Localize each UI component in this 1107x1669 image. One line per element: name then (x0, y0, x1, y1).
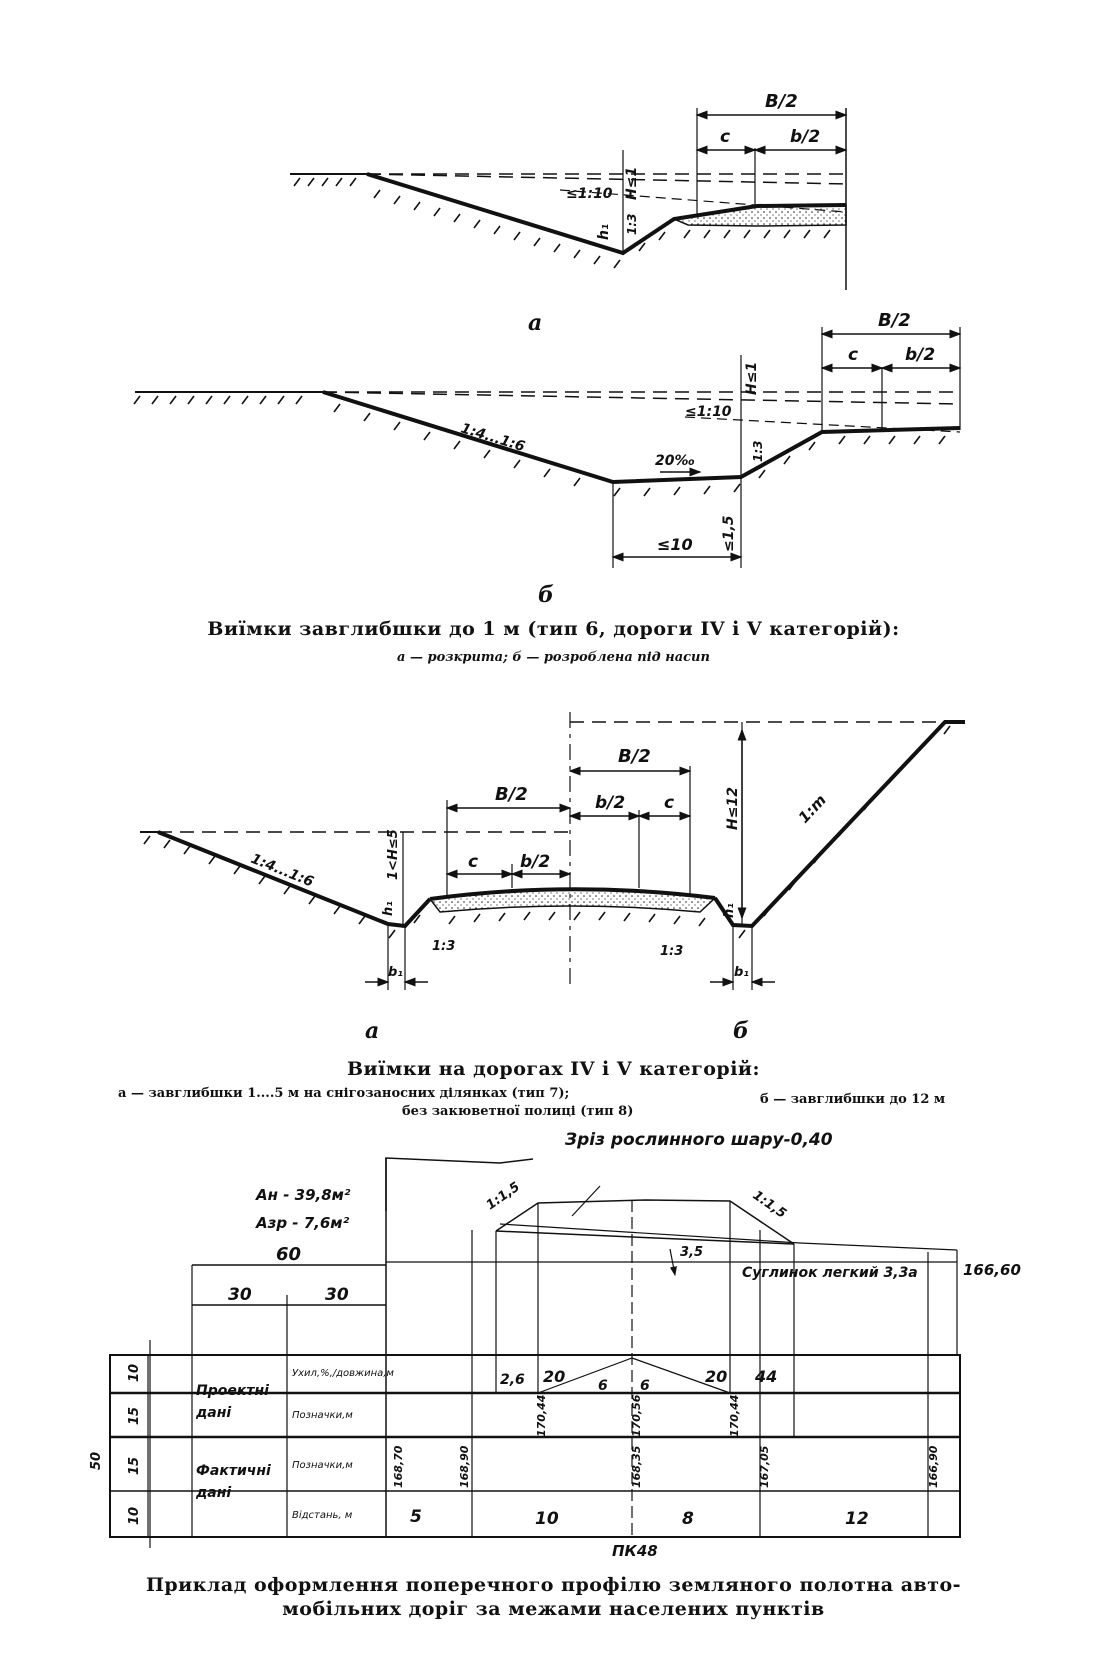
label-row-actual-marks: Позначки,м (292, 1460, 353, 1471)
fig1-caption-title: Виїмки завглибшки до 1 м (тип 6, дороги … (207, 618, 900, 640)
fig2-caption-title: Виїмки на дорогах IV і V категорій: (346, 1058, 761, 1080)
label-B2: B/2 (878, 310, 911, 331)
label-slope-1-10: ≤1:10 (566, 186, 613, 202)
label-soil: Суглинок легкий 3,3а (742, 1265, 918, 1281)
label-design-data: Проектні дані (196, 1383, 269, 1421)
figure-1a: B/2 c b/2 H≤1 ≤1:10 h₁ 1:3 (290, 91, 848, 290)
fig3-caption-line1: Приклад оформлення поперечного профілю з… (145, 1574, 962, 1596)
fig2-caption-sub-c: без закюветної полиці (тип 8) (402, 1104, 634, 1119)
label-dim-60: 60 (276, 1244, 301, 1265)
label-row-height: 10 (127, 1507, 142, 1525)
label-b1-left: b₁ (388, 965, 403, 980)
label-grade: 20‰ (655, 453, 695, 469)
figure-1b: B/2 c b/2 H≤1 ≤1:10 1:4...1:6 20‰ 1:3 ≤1… (133, 310, 962, 568)
fig3-caption-line2: мобільних доріг за межами населених пунк… (282, 1598, 825, 1620)
label-grade-value: 20 (543, 1367, 565, 1386)
label-c: c (848, 345, 858, 365)
label-slope-1-4-6: 1:4...1:6 (459, 421, 527, 456)
label-actual-mark: 167,05 (758, 1445, 771, 1488)
label-slope-1-3-left: 1:3 (432, 939, 455, 954)
label-distance: 5 (410, 1507, 422, 1527)
label-h1: h₁ (596, 224, 612, 240)
label-actual-mark: 168,35 (630, 1445, 643, 1488)
label-B2-left: B/2 (495, 784, 528, 805)
label-b1-right: b₁ (734, 965, 749, 980)
label-row-height: 15 (127, 1457, 142, 1475)
label-actual-data: Фактичні дані (196, 1463, 271, 1501)
label-actual-mark: 168,90 (458, 1445, 471, 1488)
label-design-mark: 170,44 (728, 1395, 741, 1437)
right-slope (713, 720, 965, 929)
label-row-grade: Ухил,%,/довжина,м (292, 1368, 394, 1379)
label-slope-1-10: ≤1:10 (685, 404, 732, 420)
label-design-mark: 170,56 (630, 1394, 643, 1437)
label-distance: 8 (682, 1509, 694, 1529)
label-b2-right: b/2 (595, 793, 625, 813)
label-grade-value: 6 (640, 1378, 650, 1394)
label-row-height: 10 (127, 1364, 142, 1382)
label-grade-value: 20 (705, 1367, 727, 1386)
fig2b-label: б (733, 1018, 749, 1044)
label-scale-total: 50 (89, 1452, 104, 1470)
left-slope (157, 830, 432, 929)
label-slope-1-3-right: 1:3 (660, 944, 683, 959)
cut-slope-line (322, 390, 961, 485)
label-row-height: 15 (127, 1407, 142, 1425)
label-topsoil-cut: Зріз рослинного шару-0,40 (564, 1130, 833, 1150)
fig1b-label: б (538, 582, 554, 608)
label-H5: 1<H≤5 (386, 829, 401, 880)
label-b2: b/2 (905, 345, 935, 365)
label-depth-35: 3,5 (680, 1245, 703, 1260)
label-H: H≤1 (744, 362, 760, 395)
embankment-top (495, 1199, 795, 1245)
label-h1-left: h₁ (381, 901, 396, 916)
label-dim-30-right: 30 (325, 1285, 349, 1305)
label-grade-value: 2,6 (500, 1372, 525, 1388)
label-slope-1-m: 1:m (795, 791, 830, 827)
fig2-caption-sub-b: б — завглибшки до 12 м (760, 1092, 946, 1107)
label-slope-right: 1:1,5 (750, 1188, 789, 1222)
figure-3: Зріз рослинного шару-0,40 Aн - 39,8м² Aз… (89, 1130, 1021, 1560)
label-actual-mark: 168,70 (392, 1445, 405, 1488)
fig1a-label: a (528, 310, 543, 336)
label-H: H≤1 (624, 167, 640, 200)
label-distance: 12 (845, 1509, 869, 1529)
label-row-distance: Відстань, м (292, 1509, 353, 1521)
figure-2: B/2 c b/2 B/2 b/2 c 1<H≤5 H≤12 1:4...1:6… (140, 712, 965, 990)
label-B2-right: B/2 (618, 746, 651, 767)
label-c: c (720, 127, 730, 147)
label-Azr: Aзр - 7,6м² (255, 1214, 350, 1232)
ground-hatching (133, 395, 946, 497)
label-dim-30-left: 30 (228, 1285, 252, 1305)
label-An: Aн - 39,8м² (255, 1186, 351, 1204)
label-grade-value: 44 (754, 1367, 777, 1386)
fig1-caption-sub: а — розкрита; б — розроблена під насип (397, 650, 710, 665)
label-width: ≤10 (657, 535, 693, 554)
label-row-design-marks: Позначки,м (292, 1410, 353, 1421)
fig2a-label: a (365, 1018, 380, 1044)
label-c-left: c (468, 852, 478, 872)
label-actual-mark: 166,90 (927, 1445, 940, 1488)
ground-hatching (293, 177, 831, 269)
label-picket: ПК48 (612, 1542, 658, 1560)
label-slope-left: 1:1,5 (484, 1180, 523, 1214)
label-grade-value: 6 (598, 1378, 608, 1394)
label-B2: B/2 (765, 91, 798, 112)
label-depth: ≤1,5 (721, 515, 737, 552)
label-b2: b/2 (790, 127, 820, 147)
label-b2-left: b/2 (520, 852, 550, 872)
label-slope-1-3: 1:3 (625, 214, 639, 236)
label-slope-1-3: 1:3 (751, 441, 765, 463)
fig2-caption-sub-a: а — завглибшки 1....5 м на снігозаносних… (118, 1086, 570, 1101)
pavement-layer (671, 204, 847, 227)
label-c-right: c (664, 793, 674, 813)
label-H12: H≤12 (725, 787, 741, 830)
label-design-mark: 170,44 (535, 1395, 548, 1437)
ground-hatching (143, 725, 951, 939)
label-distance: 10 (535, 1509, 559, 1529)
label-h1-right: h₁ (722, 903, 737, 918)
label-elev-end: 166,60 (963, 1261, 1021, 1279)
